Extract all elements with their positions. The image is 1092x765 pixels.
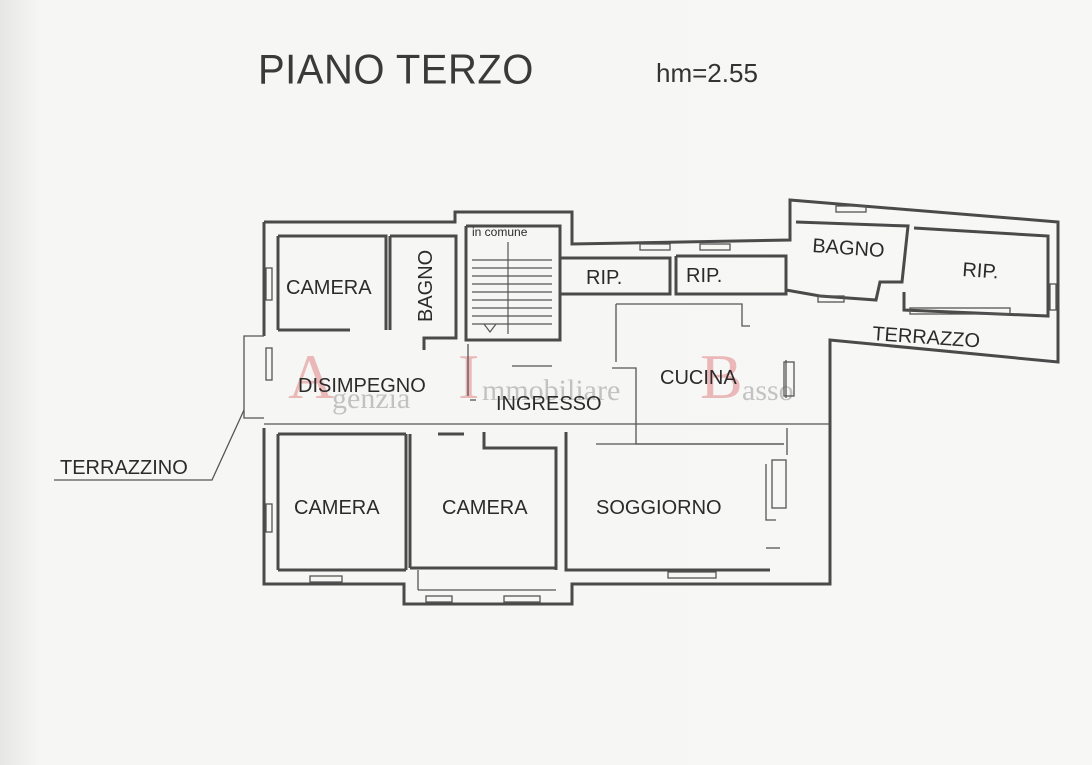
label-stair-note: in comune: [472, 225, 528, 239]
watermark-word-b: asso: [742, 374, 794, 407]
outer-walls: [243, 198, 1060, 606]
label-camera-bottom-mid: CAMERA: [442, 497, 528, 519]
watermark-letter-b: B: [700, 341, 743, 412]
label-camera-top: CAMERA: [286, 277, 372, 299]
watermark-word-a: genzia: [332, 382, 410, 415]
label-cucina: CUCINA: [660, 367, 737, 389]
label-terrazzino: TERRAZZINO: [60, 457, 188, 479]
label-bagno-right: BAGNO: [812, 235, 886, 262]
windows: [265, 205, 1057, 603]
interior-walls: [276, 220, 1050, 591]
floor-title: PIANO TERZO: [258, 46, 534, 94]
label-rip-1: RIP.: [586, 267, 622, 289]
watermark-letter-a: A: [288, 341, 334, 412]
label-bagno-left: BAGNO: [415, 250, 437, 322]
terrazzino-leader-line: [54, 409, 245, 481]
label-disimpegno: DISIMPEGNO: [298, 375, 426, 397]
watermark: A genzia I mmobiliare B asso: [288, 341, 794, 415]
label-rip-3: RIP.: [962, 259, 1000, 283]
label-terrazzo: TERRAZZO: [872, 323, 981, 352]
label-camera-bottom-left: CAMERA: [294, 497, 380, 519]
label-rip-2: RIP.: [686, 265, 722, 287]
watermark-letter-i: I: [458, 341, 479, 412]
room-labels: CAMERA BAGNO in comune RIP. RIP. BAGNO R…: [60, 225, 999, 519]
ceiling-height-label: hm=2.55: [656, 58, 758, 88]
staircase: [472, 242, 552, 334]
label-soggiorno: SOGGIORNO: [596, 497, 722, 519]
watermark-word-i: mmobiliare: [482, 374, 620, 407]
label-ingresso: INGRESSO: [496, 393, 602, 415]
